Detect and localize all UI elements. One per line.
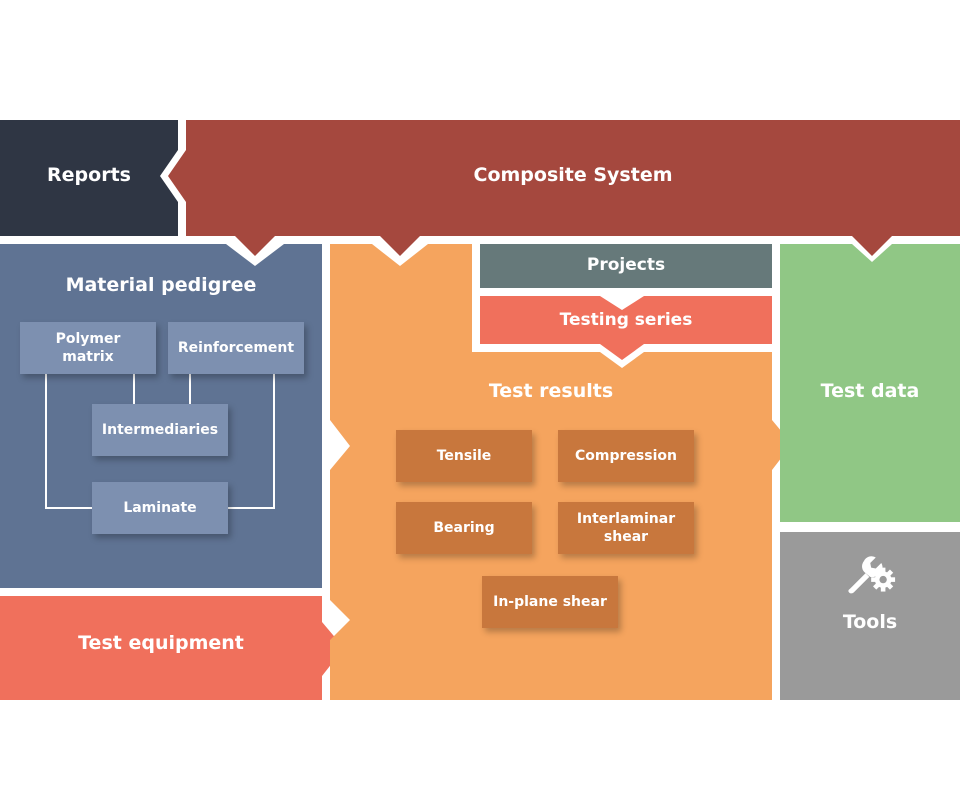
in-plane-shear-box: In-plane shear bbox=[482, 576, 618, 628]
intermediaries-box: Intermediaries bbox=[92, 404, 228, 456]
connector-reinforcement-laminate bbox=[228, 372, 275, 509]
interlaminar-shear-box: Interlaminar shear bbox=[558, 502, 694, 554]
test-equipment-panel bbox=[0, 596, 344, 700]
tensile-box: Tensile bbox=[396, 430, 532, 482]
test-results-title: Test results bbox=[488, 380, 614, 403]
laminate-box: Laminate bbox=[92, 482, 228, 534]
testing-series-panel bbox=[480, 296, 772, 360]
test-data-panel bbox=[780, 244, 960, 522]
tools-label: Tools bbox=[842, 611, 898, 634]
reinforcement-box: Reinforcement bbox=[168, 322, 304, 374]
test-equipment-label: Test equipment bbox=[78, 632, 244, 655]
composite-system-panel bbox=[168, 120, 960, 256]
wrench-gear-icon bbox=[848, 556, 896, 594]
projects-panel bbox=[480, 244, 772, 288]
polymer-matrix-box: Polymer matrix bbox=[20, 322, 156, 374]
material-pedigree-title: Material pedigree bbox=[65, 274, 257, 297]
test-data-label: Test data bbox=[820, 380, 920, 403]
composite-system-label: Composite System bbox=[473, 164, 673, 187]
testing-series-label: Testing series bbox=[559, 310, 693, 331]
projects-label: Projects bbox=[586, 255, 666, 276]
compression-box: Compression bbox=[558, 430, 694, 482]
reports-panel bbox=[0, 120, 178, 236]
reports-label: Reports bbox=[47, 164, 131, 187]
connector-polymer-laminate bbox=[45, 372, 92, 509]
bearing-box: Bearing bbox=[396, 502, 532, 554]
